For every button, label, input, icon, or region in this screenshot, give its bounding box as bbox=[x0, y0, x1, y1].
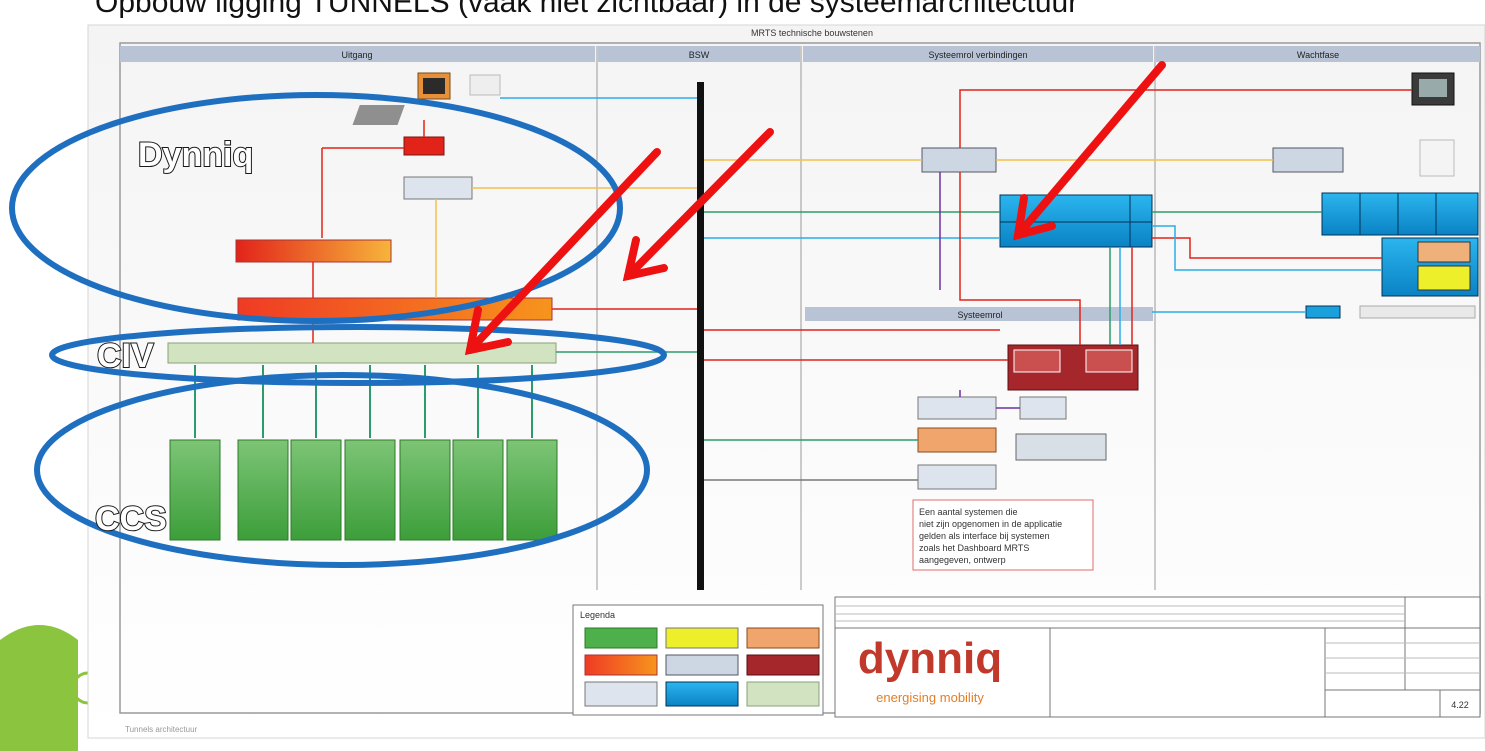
person-icon bbox=[1419, 139, 1455, 177]
diagram-title: MRTS technische bouwstenen bbox=[751, 28, 873, 38]
note-box bbox=[912, 499, 1094, 571]
ccs-ellipse bbox=[34, 372, 650, 568]
blue-box-right bbox=[1321, 192, 1479, 236]
lane-header-0 bbox=[120, 46, 595, 62]
red-arrow-head bbox=[1013, 194, 1056, 241]
note-line-4: aangegeven, ontwerp bbox=[919, 555, 1006, 565]
bsw-bus bbox=[697, 82, 704, 590]
civ-bar bbox=[167, 342, 557, 364]
overlay-ellipses bbox=[9, 92, 667, 568]
workstation-note bbox=[469, 74, 501, 96]
gray-box-r3 bbox=[917, 396, 997, 420]
legend-swatches bbox=[584, 627, 820, 707]
lane-header-2 bbox=[803, 46, 1153, 62]
systeemrol-subheader-label: Systeemrol bbox=[957, 310, 1002, 320]
ccs-block bbox=[237, 439, 289, 541]
decorative-green-line bbox=[0, 668, 71, 702]
monitor-screen bbox=[1419, 79, 1447, 97]
stack-box bbox=[1015, 433, 1107, 461]
ccs-block bbox=[169, 439, 221, 541]
red-arrow bbox=[1014, 61, 1166, 239]
legend-title: Legenda bbox=[580, 610, 615, 620]
note-line-2: gelden als interface bij systemen bbox=[919, 531, 1050, 541]
note-line-1: niet zijn opgenomen in de applicatie bbox=[919, 519, 1062, 529]
orange-bar-1 bbox=[235, 239, 392, 263]
ccs-label: CCS bbox=[95, 500, 167, 538]
lane-label-2: Systeemrol verbindingen bbox=[928, 50, 1027, 60]
orange-mini bbox=[1417, 241, 1471, 263]
decorative-green-shape bbox=[0, 625, 78, 751]
civ-label: CIV bbox=[97, 337, 154, 375]
footer-left: Tunnels architectuur bbox=[125, 725, 198, 734]
lane-label-3: Wachtfase bbox=[1297, 50, 1339, 60]
blue-mini bbox=[1305, 305, 1341, 319]
top-caption: Opbouw ligging TUNNELS (vaak niet zichtb… bbox=[95, 0, 1079, 19]
red-arrow bbox=[466, 148, 661, 354]
gray-box-r4 bbox=[1019, 396, 1067, 420]
ccs-block bbox=[452, 439, 504, 541]
dynniq-tagline: energising mobility bbox=[876, 690, 984, 705]
red-arrow bbox=[624, 128, 774, 280]
gray-box-r5 bbox=[917, 464, 997, 490]
note-line-0: Een aantal systemen die bbox=[919, 507, 1018, 517]
title-block-rows bbox=[835, 605, 1480, 674]
red-arrow-head bbox=[622, 236, 668, 282]
yellow-mini bbox=[1417, 265, 1471, 291]
lane-header-1 bbox=[598, 46, 800, 62]
lane-header-3 bbox=[1156, 46, 1480, 62]
page-number: 4.22 bbox=[1451, 700, 1469, 710]
lane-label-1: BSW bbox=[689, 50, 710, 60]
ccs-block bbox=[290, 439, 342, 541]
dynniq-label: Dynniq bbox=[138, 136, 253, 174]
red-arrow-head bbox=[464, 306, 512, 356]
overlay-labels: Dynniq CIV CCS bbox=[94, 135, 254, 539]
grey-box-left bbox=[403, 176, 473, 200]
red-small-box bbox=[403, 136, 445, 156]
dynniq-logo: dynniq bbox=[858, 634, 1002, 683]
dynniq-ellipse bbox=[9, 92, 623, 324]
ccs-block bbox=[344, 439, 396, 541]
civ-ellipse bbox=[49, 324, 667, 386]
ccs-block bbox=[506, 439, 558, 541]
title-block bbox=[834, 596, 1481, 718]
gray-box-r2 bbox=[1272, 147, 1344, 173]
ccs-block bbox=[399, 439, 451, 541]
dark-red-inner bbox=[1013, 349, 1061, 373]
left-connectors bbox=[312, 97, 697, 353]
systeemrol-subheader bbox=[805, 307, 1153, 321]
ccs-blocks bbox=[169, 439, 558, 541]
right-connectors bbox=[704, 89, 1412, 481]
gray-box-r1 bbox=[921, 147, 997, 173]
workstation-icon bbox=[352, 72, 451, 125]
keyboard-shape bbox=[1359, 305, 1476, 319]
orange-box-r bbox=[917, 427, 997, 453]
note-line-3: zoals het Dashboard MRTS bbox=[919, 543, 1029, 553]
lane-label-0: Uitgang bbox=[341, 50, 372, 60]
dark-red-inner bbox=[1085, 349, 1133, 373]
red-arrows bbox=[464, 61, 1166, 356]
